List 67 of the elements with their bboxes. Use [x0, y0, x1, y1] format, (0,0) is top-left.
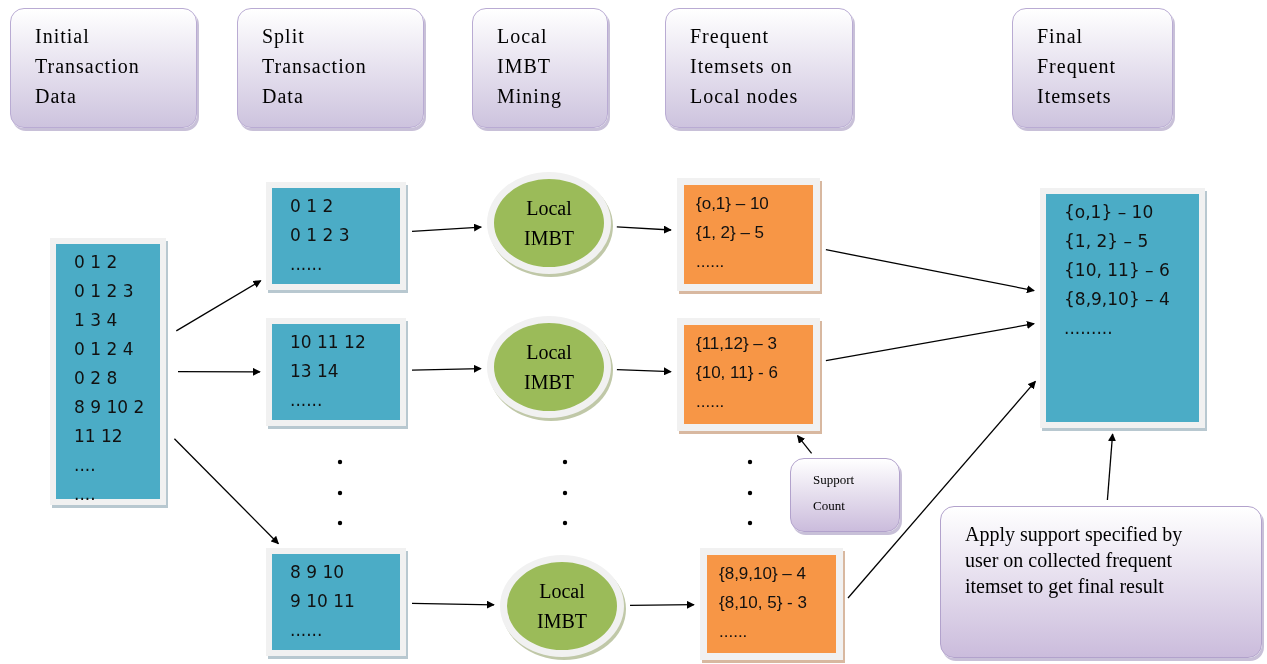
arrow [411, 364, 482, 373]
data-line: ...... [290, 253, 323, 276]
data-line: ...... [290, 389, 323, 412]
stage-title: Local IMBT Mining [497, 24, 563, 110]
data-line: 0 1 2 3 [74, 280, 134, 303]
data-line: 0 1 2 4 [74, 338, 134, 361]
data-line: 9 10 11 [290, 590, 355, 613]
data-box [266, 182, 406, 290]
data-line: 10 11 12 [290, 331, 366, 354]
arrow [177, 367, 261, 376]
arrow [825, 321, 1035, 362]
data-line: 8 9 10 [290, 561, 345, 584]
data-line: 11 12 [74, 425, 123, 448]
process-label: Local IMBT [523, 340, 575, 395]
itemset-line: {10, 11} - 6 [696, 362, 778, 384]
stage-header-box [237, 8, 424, 128]
data-line: 0 1 2 3 [290, 224, 350, 247]
itemset-box [677, 318, 820, 431]
stage-title: Split Transaction Data [262, 24, 368, 109]
stage-header-box [10, 8, 197, 128]
process-label: Local IMBT [536, 579, 588, 634]
data-line: {1, 2} – 5 [1064, 230, 1149, 253]
stage-title: Initial Transaction Data [35, 24, 141, 109]
data-line: .... [74, 454, 96, 477]
itemset-line: {8,9,10} – 4 [719, 563, 806, 585]
data-line: 0 1 2 [74, 251, 118, 274]
itemset-line: ...... [696, 251, 725, 273]
data-box [266, 318, 406, 426]
data-line: 13 14 [290, 360, 339, 383]
itemset-line: {8,10, 5} - 3 [719, 592, 807, 614]
data-line: {8,9,10} – 4 [1064, 288, 1170, 311]
itemset-line: {11,12} – 3 [696, 333, 777, 355]
data-box [1040, 188, 1205, 428]
data-line: ...... [290, 619, 323, 642]
stage-title: Final Frequent Itemsets [1037, 24, 1118, 109]
stage-header-box [472, 8, 608, 128]
data-box [50, 238, 166, 505]
note-box [940, 506, 1262, 658]
data-line: 0 2 8 [74, 367, 118, 390]
arrow [173, 438, 280, 545]
data-line: ......... [1064, 317, 1113, 340]
itemset-line: {1, 2} – 5 [696, 222, 765, 244]
data-line: 1 3 4 [74, 309, 118, 332]
arrow [796, 435, 813, 454]
data-line: .... [74, 483, 96, 506]
arrow [411, 600, 495, 609]
itemset-box [677, 178, 820, 291]
stage-header-box [1012, 8, 1173, 128]
data-line: 0 1 2 [290, 195, 334, 218]
arrow [847, 380, 1037, 599]
process-label: Local IMBT [523, 196, 575, 251]
stage-header-box [665, 8, 853, 128]
data-line: 8 9 10 2 [74, 396, 145, 419]
itemset-box [700, 548, 843, 660]
data-line: {o,1} – 10 [1064, 201, 1154, 224]
arrow [1106, 433, 1116, 501]
note-text: Support Count [813, 471, 856, 515]
stage-title: Frequent Itemsets on Local nodes [690, 24, 800, 109]
itemset-line: ...... [696, 391, 725, 413]
note-box [790, 458, 900, 532]
itemset-line: ...... [719, 621, 748, 643]
note-text: Apply support specified by user on collected frequent itemset to get final result [965, 522, 1184, 599]
arrow [175, 280, 262, 332]
data-line: {10, 11} – 6 [1064, 259, 1170, 282]
itemset-line: {o,1} – 10 [696, 193, 769, 215]
data-box [266, 548, 406, 656]
arrow [411, 223, 482, 233]
